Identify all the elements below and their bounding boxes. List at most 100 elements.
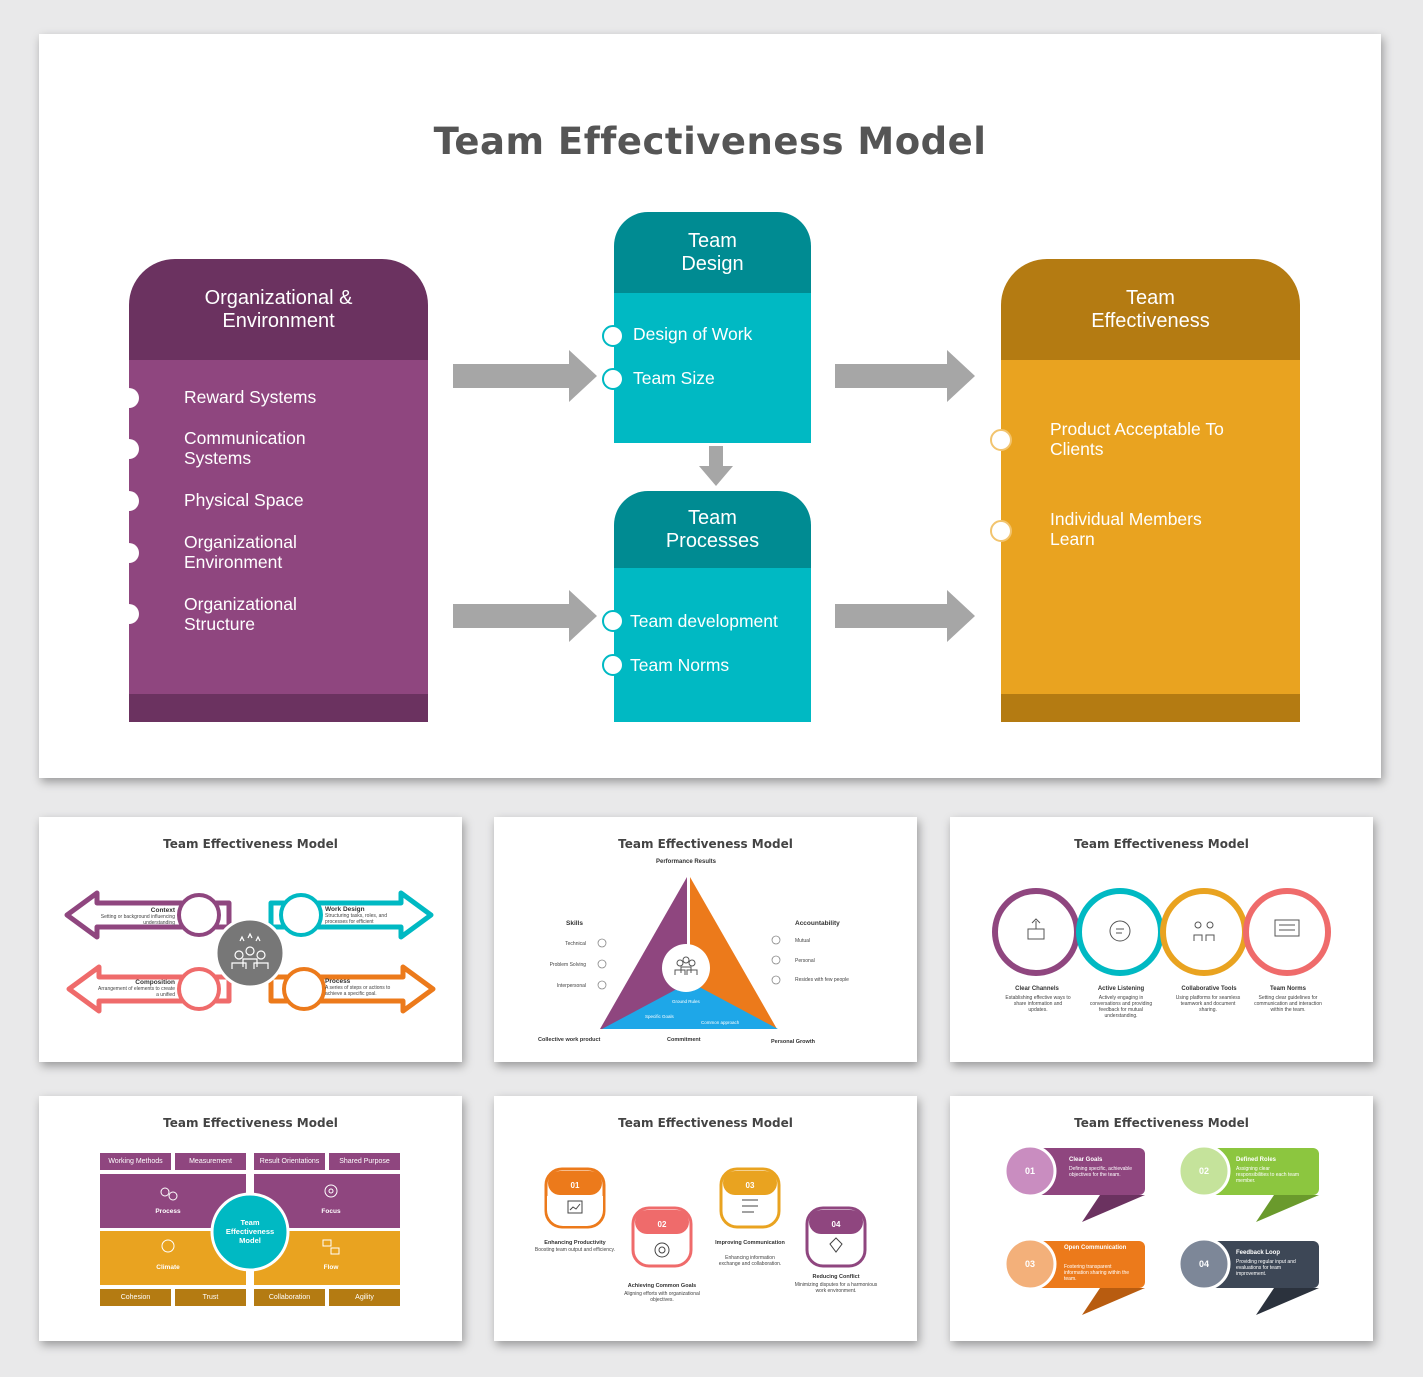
label-bottom: Collective work product <box>538 1037 601 1043</box>
item-desc: Setting clear guidelines for communicati… <box>1254 995 1322 1013</box>
bullet-dot <box>119 439 139 459</box>
skills-item: Problem Solving <box>549 962 586 968</box>
processes-item: Team development <box>630 611 778 631</box>
callout-num: 03 <box>1024 1259 1035 1269</box>
label-skills: Skills <box>566 920 583 927</box>
item-desc: Minimizing disputes for a harmonious wor… <box>794 1282 878 1294</box>
bullet-dot <box>990 520 1012 542</box>
acc-item: Resides with few people <box>795 977 849 983</box>
effectiveness-item: Product Acceptable To Clients <box>1050 419 1224 459</box>
item-title: Active Listening <box>1097 986 1145 992</box>
item-title: Clear Channels <box>1015 986 1059 992</box>
design-item: Design of Work <box>633 324 753 344</box>
inner-label: Common approach <box>701 1020 740 1025</box>
item-desc: Using platforms for seamless teamwork an… <box>1175 995 1241 1013</box>
skills-item: Technical <box>565 941 586 947</box>
thumb-title: Team Effectiveness Model <box>1074 837 1249 851</box>
thumb-slide-5[interactable]: Team Effectiveness Model 01 02 03 04 Enh… <box>494 1096 917 1341</box>
item-desc: Actively engaging in conversations and p… <box>1089 995 1153 1019</box>
item-desc: Aligning efforts with organizational obj… <box>624 1291 700 1303</box>
callout-title: Clear Goals <box>1069 1157 1103 1163</box>
org-item: Communication Systems <box>184 428 306 468</box>
acc-item: Mutual <box>795 938 811 944</box>
callout-title: Open Communication <box>1064 1245 1127 1251</box>
quad-label: Flow <box>323 1264 339 1271</box>
callouts-diagram <box>1003 1144 1319 1315</box>
card-team-effectiveness-title: Team Effectiveness <box>1091 286 1210 332</box>
card-team-effectiveness: Team Effectiveness Product Acceptable To… <box>990 259 1300 722</box>
quad-label: Focus <box>321 1208 341 1215</box>
label-bottom: Commitment <box>667 1037 701 1043</box>
top-tag: Shared Purpose <box>329 1153 400 1170</box>
design-item: Team Size <box>633 368 715 388</box>
item-desc: Enhancing information exchange and colla… <box>718 1255 782 1267</box>
item-desc: Boosting team output and efficiency. <box>534 1247 616 1253</box>
arrow-right-icon <box>453 590 597 642</box>
item-title: Process <box>325 978 351 985</box>
thumb-title: Team Effectiveness Model <box>618 837 793 851</box>
bullet-dot <box>119 388 139 408</box>
org-item: Physical Space <box>184 490 304 510</box>
item-title: Work Design <box>325 906 365 913</box>
callout-desc: Providing regular input and evaluations … <box>1236 1259 1296 1277</box>
bottom-tag: Trust <box>175 1289 246 1306</box>
badge-num: 04 <box>831 1220 841 1229</box>
item-title: Collaborative Tools <box>1181 986 1237 992</box>
bullet-dot <box>119 491 139 511</box>
callout-title: Feedback Loop <box>1236 1250 1281 1256</box>
quad-label: Process <box>155 1208 181 1215</box>
thumb-title: Team Effectiveness Model <box>1074 1116 1249 1130</box>
quad-label: Climate <box>156 1264 180 1271</box>
thumb-title: Team Effectiveness Model <box>618 1116 793 1130</box>
top-tag: Working Methods <box>100 1153 171 1170</box>
bullet-dot <box>602 654 624 676</box>
callout-desc: Assigning clear responsibilities to each… <box>1236 1166 1300 1184</box>
card-organizational: Organizational & Environment Reward Syst… <box>119 259 428 722</box>
item-title: Achieving Common Goals <box>627 1283 697 1289</box>
badges-diagram <box>544 1167 867 1268</box>
inner-label: Ground Rules <box>672 999 700 1004</box>
arrow-right-icon <box>835 590 975 642</box>
top-tag: Measurement <box>175 1153 246 1170</box>
bottom-tag: Collaboration <box>254 1289 325 1306</box>
top-tag: Result Orientations <box>254 1153 325 1170</box>
triangle-diagram <box>597 877 781 1029</box>
bullet-dot <box>602 325 624 347</box>
item-title: Reducing Conflict <box>812 1274 860 1280</box>
callout-desc: Defining specific, achievable objectives… <box>1069 1166 1133 1178</box>
item-title: Team Norms <box>1270 986 1306 992</box>
quad-icons <box>160 1184 340 1272</box>
thumb-title: Team Effectiveness Model <box>163 1116 338 1130</box>
page-title: Team Effectiveness Model <box>433 120 987 163</box>
item-desc: A series of steps or actions to achieve … <box>325 985 391 997</box>
inner-label: Specific Goals <box>645 1014 674 1019</box>
bullet-dot <box>119 543 139 563</box>
item-title: Composition <box>135 979 175 986</box>
org-item: Organizational Environment <box>184 532 297 572</box>
card-organizational-title: Organizational & Environment <box>204 286 353 332</box>
bullet-dot <box>602 368 624 390</box>
callout-num: 04 <box>1198 1259 1209 1269</box>
thumb-slide-1[interactable]: Team Effectiveness Model Context Setting… <box>39 817 462 1062</box>
callout-desc: Fostering transparent information sharin… <box>1064 1264 1130 1282</box>
badge-num: 01 <box>570 1181 580 1190</box>
bottom-tag: Agility <box>329 1289 400 1306</box>
thumb-slide-2[interactable]: Team Effectiveness Model Performance Res… <box>494 817 917 1062</box>
acc-item: Personal <box>795 958 815 964</box>
callout-title: Defined Roles <box>1236 1157 1277 1163</box>
thumb-slide-6[interactable]: Team Effectiveness Model 01 02 03 04 Cle… <box>950 1096 1373 1341</box>
thumb-slide-3[interactable]: Team Effectiveness Model Clear Channels … <box>950 817 1373 1062</box>
badge-num: 02 <box>657 1220 667 1229</box>
main-slide: Team Effectiveness Model Organizational … <box>39 34 1381 778</box>
thumb-slide-4[interactable]: Team Effectiveness Model Working Methods… <box>39 1096 462 1341</box>
item-desc: Setting or background influencing unders… <box>100 914 175 926</box>
bullet-dot <box>990 429 1012 451</box>
org-item: Organizational Structure <box>184 594 297 634</box>
arrow-right-icon <box>835 350 975 402</box>
card-team-processes: Team Processes Team development Team Nor… <box>602 491 811 722</box>
bullet-dot <box>602 610 624 632</box>
label-top: Performance Results <box>655 859 717 865</box>
item-title: Improving Communication <box>715 1240 785 1246</box>
item-title: Enhancing Productivity <box>544 1240 606 1246</box>
label-bottom: Personal Growth <box>771 1039 816 1045</box>
